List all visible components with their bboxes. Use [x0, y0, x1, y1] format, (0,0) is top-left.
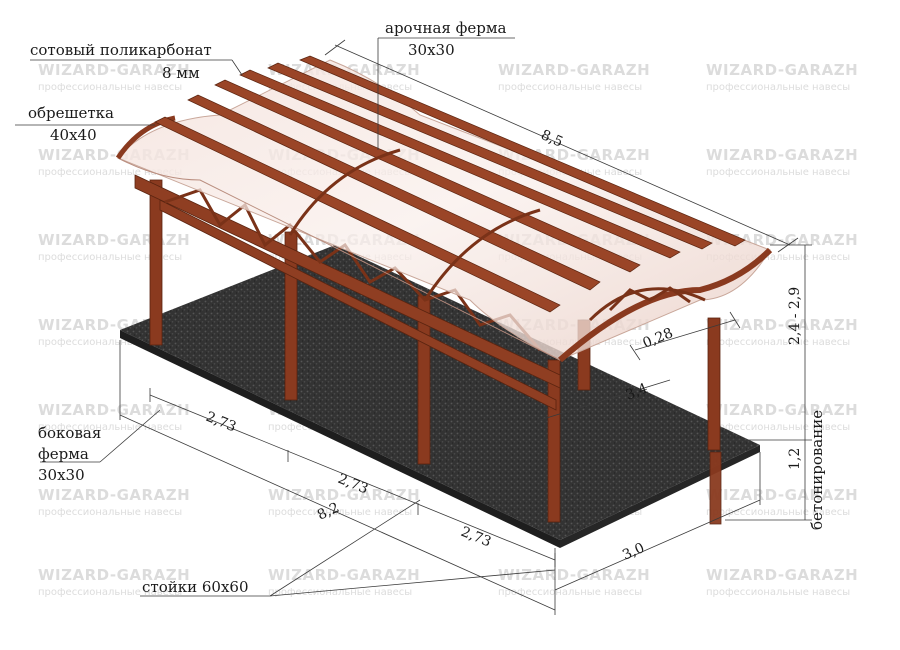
watermark-title: WIZARD-GARAZH: [498, 61, 650, 79]
roof-laths: [154, 55, 746, 313]
watermark-title: WIZARD-GARAZH: [706, 566, 858, 584]
watermark-title: WIZARD-GARAZH: [498, 566, 650, 584]
lathing-label-line2: 40х40: [50, 126, 97, 144]
watermark-subtitle: профессиональные навесы: [38, 337, 182, 348]
polycarbonate-label-line1: сотовый поликарбонат: [30, 41, 212, 59]
callout-labels: сотовый поликарбонат 8 мм арочная ферма …: [28, 19, 826, 596]
watermark-subtitle: профессиональные навесы: [38, 252, 182, 263]
arch-truss-label-line1: арочная ферма: [385, 19, 507, 37]
concreting-label: бетонирование: [808, 410, 826, 530]
watermark-title: WIZARD-GARAZH: [38, 401, 190, 419]
arch-trusses: [288, 148, 706, 322]
lathing-label-line1: обрешетка: [28, 104, 114, 122]
watermark-subtitle: профессиональные навесы: [498, 82, 642, 93]
watermark-subtitle: профессиональные навесы: [706, 252, 850, 263]
side-truss-label-line3: 30х30: [38, 466, 85, 484]
watermark-subtitle: профессиональные навесы: [38, 167, 182, 178]
watermark-title: WIZARD-GARAZH: [268, 566, 420, 584]
watermark-subtitle: профессиональные навесы: [706, 167, 850, 178]
watermark-subtitle: профессиональные навесы: [706, 337, 850, 348]
watermark-title: WIZARD-GARAZH: [706, 146, 858, 164]
watermark-title: WIZARD-GARAZH: [38, 231, 190, 249]
depth-value: 1,2: [787, 448, 803, 470]
watermark-title: WIZARD-GARAZH: [706, 401, 858, 419]
watermark-title: WIZARD-GARAZH: [38, 566, 190, 584]
posts-label: стойки 60х60: [142, 578, 249, 596]
arch-truss-label-line2: 30х30: [408, 41, 455, 59]
watermark-subtitle: профессиональные навесы: [706, 422, 850, 433]
watermark-subtitle: профессиональные навесы: [268, 587, 412, 598]
watermark-title: WIZARD-GARAZH: [38, 61, 190, 79]
height-value: 2,4 - 2,9: [787, 287, 803, 345]
watermark-subtitle: профессиональные навесы: [706, 587, 850, 598]
watermark-subtitle: профессиональные навесы: [38, 422, 182, 433]
watermark-subtitle: профессиональные навесы: [706, 82, 850, 93]
span-1-value: 2,73: [204, 409, 239, 436]
watermark-title: WIZARD-GARAZH: [706, 316, 858, 334]
polycarbonate-label-line2: 8 мм: [162, 64, 200, 82]
watermark-subtitle: профессиональные навесы: [38, 82, 182, 93]
dimension-lines: [15, 37, 812, 615]
span-3-value: 2,73: [459, 524, 494, 551]
inner-width-value: 3,4: [624, 380, 651, 403]
watermark-subtitle: профессиональные навесы: [38, 507, 182, 518]
watermark-title: WIZARD-GARAZH: [268, 486, 420, 504]
side-truss-label-line1: боковая: [38, 424, 101, 442]
watermark-subtitle: профессиональные навесы: [38, 587, 182, 598]
watermark-subtitle: профессиональные навесы: [268, 507, 412, 518]
watermark-title: WIZARD-GARAZH: [706, 61, 858, 79]
watermark-subtitle: профессиональные навесы: [498, 587, 642, 598]
side-truss-label-line2: ферма: [38, 445, 89, 463]
watermark-subtitle: профессиональные навесы: [706, 507, 850, 518]
watermark-title: WIZARD-GARAZH: [38, 486, 190, 504]
width-value: 3,0: [620, 540, 647, 564]
watermark-title: WIZARD-GARAZH: [706, 486, 858, 504]
